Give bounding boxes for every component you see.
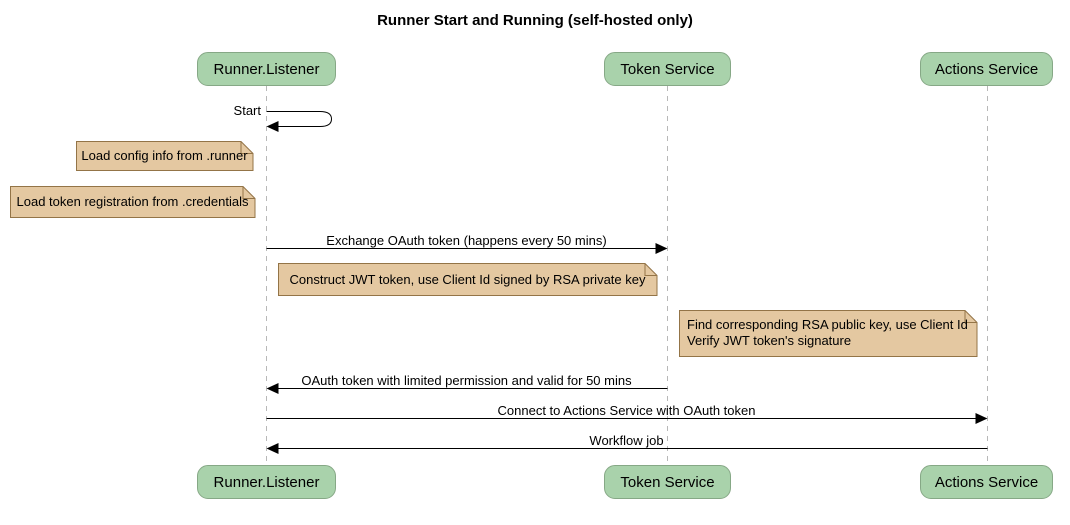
note-line: Find corresponding RSA public key, use C… bbox=[687, 317, 968, 332]
note-load-config bbox=[76, 141, 254, 171]
participant-token-service-top: Token Service bbox=[604, 52, 731, 86]
diagram-title: Runner Start and Running (self-hosted on… bbox=[377, 12, 693, 29]
participant-runner-listener-top: Runner.Listener bbox=[197, 52, 336, 86]
self-arrow-start bbox=[266, 111, 333, 127]
participant-runner-listener-bottom: Runner.Listener bbox=[197, 465, 336, 499]
message-label-start: Start bbox=[233, 103, 261, 118]
arrowhead-right-icon bbox=[655, 243, 668, 254]
note-text-construct-jwt: Construct JWT token, use Client Id signe… bbox=[289, 272, 646, 287]
note-load-token-registration bbox=[10, 186, 256, 218]
message-label-oauth-token-return: OAuth token with limited permission and … bbox=[301, 373, 632, 388]
note-fold-icon bbox=[242, 186, 255, 199]
note-text-verify-jwt: Find corresponding RSA public key, use C… bbox=[687, 317, 971, 349]
message-label-connect-actions: Connect to Actions Service with OAuth to… bbox=[497, 403, 756, 418]
message-label-exchange-oauth: Exchange OAuth token (happens every 50 m… bbox=[326, 233, 607, 248]
note-line: Verify JWT token's signature bbox=[687, 333, 852, 348]
note-body bbox=[10, 186, 256, 218]
note-text-load-config: Load config info from .runner bbox=[81, 148, 248, 163]
participant-actions-service-bottom: Actions Service bbox=[920, 465, 1053, 499]
participant-token-service-bottom: Token Service bbox=[604, 465, 731, 499]
note-text-load-token-registration: Load token registration from .credential… bbox=[16, 194, 249, 209]
arrowhead-right-icon bbox=[975, 413, 988, 424]
note-fold-icon bbox=[964, 310, 977, 323]
note-construct-jwt bbox=[278, 263, 658, 296]
message-label-workflow-job: Workflow job bbox=[589, 433, 664, 448]
note-fold-icon bbox=[644, 263, 657, 276]
note-body bbox=[679, 310, 978, 357]
note-fold-icon bbox=[240, 141, 253, 154]
note-verify-jwt bbox=[679, 310, 978, 357]
note-body bbox=[278, 263, 658, 296]
participant-actions-service-top: Actions Service bbox=[920, 52, 1053, 86]
arrowhead-left-icon bbox=[266, 383, 279, 394]
arrowhead-left-icon bbox=[266, 443, 279, 454]
arrowhead-left-icon bbox=[266, 121, 279, 132]
note-body bbox=[76, 141, 254, 171]
